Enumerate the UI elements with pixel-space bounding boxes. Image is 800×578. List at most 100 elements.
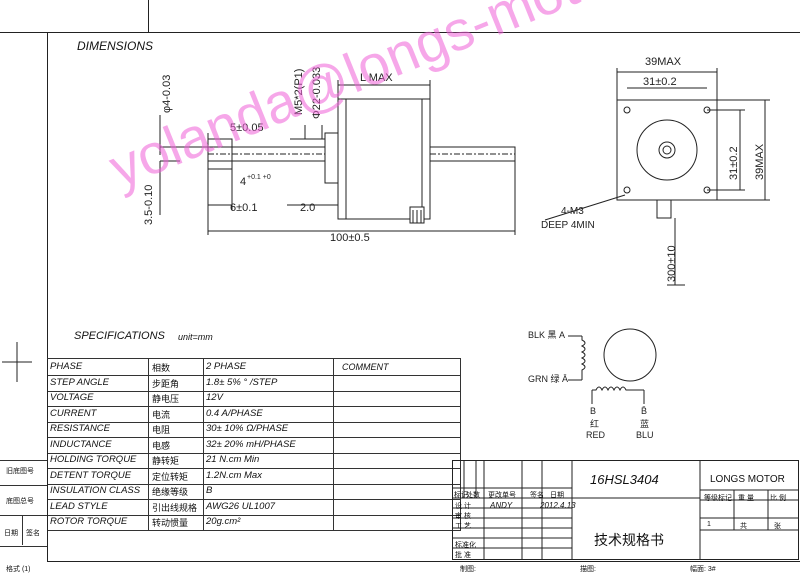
tb-scale: 比 例 [770, 495, 786, 502]
spec-param: LEAD STYLE [50, 500, 108, 512]
spec-row: RESISTANCE 电阻 30± 10% Ω/PHASE [48, 422, 460, 438]
dim-5: 5±0.05 [230, 122, 264, 134]
spec-param: VOLTAGE [50, 392, 94, 403]
left-margin-line [22, 515, 23, 545]
dim-thread: M5*2(P1) [293, 69, 305, 115]
tb-label-change: 更改单号 [488, 492, 516, 499]
tb-label-sign: 签名 [530, 492, 544, 499]
left-margin-table [0, 460, 47, 547]
spec-row: INSULATION CLASS 绝缘等级 B [48, 484, 460, 500]
tb-label-count: 处数 [466, 492, 480, 499]
dim-100: 100±0.5 [330, 232, 370, 244]
spec-cn: 定位转矩 [152, 471, 189, 482]
spec-value: 20g.cm² [206, 516, 241, 527]
tb-sheet-total: 共 [740, 523, 747, 530]
spec-cn: 电阻 [152, 425, 171, 435]
tb-format: 幅面: 3# [690, 566, 716, 573]
dim-4-tol: +0.1 +0 [247, 174, 271, 181]
comment-label: COMMENT [342, 362, 389, 372]
spec-value: 1.8± 5% ° /STEP [206, 376, 278, 388]
wire-blu-cn: 蓝 [640, 418, 649, 429]
spec-param: INSULATION CLASS [50, 485, 141, 496]
spec-row: INDUCTANCE 电感 32± 20% mH/PHASE [48, 438, 460, 454]
spec-divider-1 [148, 358, 149, 530]
wire-grn: GRN 绿 Ā [528, 373, 568, 384]
dim-6: 6±0.1 [230, 202, 257, 214]
specs-unit: unit=mm [178, 332, 213, 342]
spec-param: HOLDING TORQUE [50, 454, 137, 465]
base-drawing-no: 底图总号 [6, 498, 34, 505]
spec-param: ROTOR TORQUE [50, 516, 128, 527]
spec-table [47, 358, 461, 531]
front-view-drawing: 39MAX 31±0.2 31±0.2 39MAX 4-M3 DEEP 4MIN… [541, 56, 770, 286]
spec-value: 2 PHASE [206, 361, 247, 372]
left-margin-line [0, 515, 47, 516]
spec-value: B [206, 485, 213, 496]
spec-param: CURRENT [50, 407, 97, 419]
tb-row-review: 审 核 [455, 513, 471, 520]
spec-cn: 相数 [152, 363, 171, 373]
spec-value: 32± 20% mH/PHASE [206, 438, 296, 450]
doc-title: 技术规格书 [594, 534, 664, 549]
spec-value: AWG26 UL1007 [206, 500, 276, 512]
wire-blu: BLU [636, 430, 654, 440]
dim-shaft-dia: φ4-0.03 [161, 75, 173, 113]
company-name: LONGS MOTOR [710, 474, 785, 485]
spec-row: STEP ANGLE 步距角 1.8± 5% ° /STEP [48, 376, 460, 392]
specs-title: SPECIFICATIONS [74, 330, 165, 342]
margin-sign: 签名 [26, 530, 40, 537]
spec-value: 30± 10% Ω/PHASE [206, 423, 289, 434]
designer-name: ANDY [490, 501, 513, 510]
title-block [452, 460, 799, 560]
spec-cn: 步距角 [152, 378, 180, 389]
dim-31-width: 31±0.2 [643, 76, 677, 88]
spec-cn: 转动惯量 [152, 518, 189, 528]
tb-sheet-unit: 张 [774, 523, 781, 530]
spec-param: RESISTANCE [50, 423, 111, 434]
model-number: 16HSL3404 [590, 472, 659, 487]
tb-row-approve: 批 准 [455, 552, 471, 559]
spec-cn: 绝缘等级 [152, 487, 189, 497]
spec-divider-3 [333, 358, 334, 530]
old-drawing-no: 旧底图号 [6, 468, 34, 475]
dim-lmax: L MAX [360, 72, 393, 84]
spec-param: INDUCTANCE [50, 438, 112, 450]
tb-grade: 等级标记 [704, 495, 732, 502]
tb-sheet-count: 1 [707, 521, 711, 528]
tb-traced: 描图: [580, 566, 596, 573]
wire-red-cn: 红 [590, 418, 599, 429]
margin-date: 日期 [4, 530, 18, 537]
wire-b-right: B̄ [641, 406, 647, 416]
wire-blk: BLK 黑 A [528, 330, 565, 340]
spec-value: 12V [206, 392, 223, 403]
format-label: 格式 (1) [6, 566, 31, 573]
tb-label-date: 日期 [550, 492, 564, 499]
tb-row-standard: 标准化 [455, 542, 476, 549]
drawing-frame [47, 32, 800, 562]
spec-cn: 电感 [152, 440, 171, 451]
tb-label-mark: 标记 [454, 492, 468, 499]
dim-boss-dia: Φ22-0.033 [311, 67, 323, 119]
dim-lead: 300±10 [666, 245, 678, 282]
spec-row: VOLTAGE 静电压 12V [48, 391, 460, 407]
dimensions-title: DIMENSIONS [77, 39, 154, 53]
left-margin-line [0, 485, 47, 486]
wire-red: RED [586, 430, 606, 440]
spec-row: ROTOR TORQUE 转动惯量 20g.cm² [48, 515, 460, 531]
dim-holes: 4-M3 [561, 206, 584, 217]
dim-35: 3.5-0.10 [143, 185, 155, 225]
wiring-diagram: BLK 黑 A GRN 绿 Ā B B̄ 红 RED 蓝 BLU [528, 328, 657, 440]
spec-param: DETENT TORQUE [50, 469, 132, 481]
dim-4: 4 [240, 176, 246, 188]
tb-drawn: 制图: [460, 566, 476, 573]
spec-value: 1.2N.cm Max [206, 469, 262, 481]
spec-param: STEP ANGLE [50, 376, 109, 388]
dim-31-height: 31±0.2 [728, 146, 740, 180]
spec-cn: 静电压 [152, 394, 180, 404]
side-view-drawing: L MAX 5±0.05 4 +0.1 +0 6±0.1 2.0 100±0.5… [143, 67, 516, 244]
tb-row-design: 设 计 [455, 503, 471, 510]
